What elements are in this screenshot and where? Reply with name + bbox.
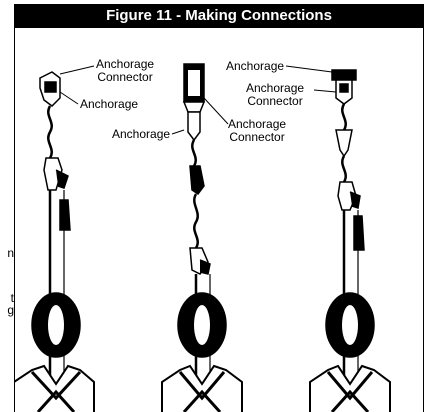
figure-title: Figure 11 - Making Connections bbox=[14, 4, 424, 28]
label-anchorage-right: Anchorage bbox=[226, 59, 285, 73]
label-anchorage-connector-right: Anchorage Connector bbox=[246, 82, 304, 108]
label-anchorage-center: Anchorage bbox=[112, 127, 171, 141]
figure-border-left bbox=[14, 28, 15, 412]
connection-illustrations bbox=[14, 63, 391, 412]
adjacent-column-fragments: n t g bbox=[0, 0, 14, 412]
harness-torso-icon bbox=[14, 364, 95, 412]
assembly-right bbox=[309, 69, 391, 412]
label-anchorage-connector-center: Anchorage Connector bbox=[228, 118, 286, 144]
figure-making-connections: Figure 11 - Making Connections bbox=[14, 0, 426, 412]
figure-border-right bbox=[423, 28, 424, 412]
label-anchorage-connector-left: Anchorage Connector bbox=[96, 58, 154, 84]
label-line: Anchorage Connector bbox=[228, 117, 287, 144]
harness-torso-icon bbox=[161, 364, 243, 412]
label-line: Anchorage Connector bbox=[96, 57, 155, 84]
label-line: Anchorage Connector bbox=[246, 81, 305, 108]
margin-fragment: n bbox=[7, 246, 14, 260]
assembly-center bbox=[161, 63, 243, 412]
assembly-left bbox=[14, 71, 95, 412]
anchorage-block-icon bbox=[44, 81, 57, 93]
snap-hook-icon bbox=[337, 181, 357, 211]
margin-fragment: t bbox=[10, 291, 14, 305]
anchorage-beam-icon bbox=[331, 69, 357, 81]
margin-fragment: g bbox=[7, 303, 14, 317]
leader-lines bbox=[59, 65, 337, 135]
label-anchorage-left: Anchorage bbox=[80, 97, 139, 111]
anchorage-connector-icon bbox=[187, 111, 201, 142]
harness-torso-icon bbox=[309, 364, 391, 412]
